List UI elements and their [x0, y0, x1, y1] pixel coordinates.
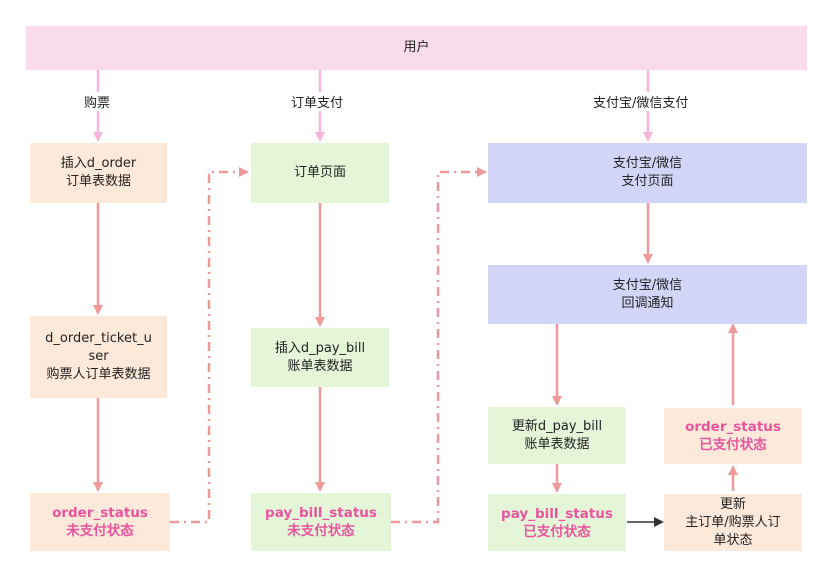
callback-line2: 回调通知 — [621, 295, 674, 311]
edge-label-alipay-wechat-pay: 支付宝/微信支付 — [591, 92, 691, 111]
order-status-paid-state: 已支付状态 — [699, 437, 767, 453]
order-page-label: 订单页面 — [293, 165, 346, 180]
update-order-line2: 主订单/购票人订 — [685, 514, 781, 530]
insert-pay-bill-line1: 插入d_pay_bill — [274, 340, 366, 356]
order-status-unpaid-title: order_status — [52, 505, 148, 521]
update-pay-bill-line1: 更新d_pay_bill — [511, 418, 603, 434]
order-status-unpaid-node: order_status 未支付状态 — [30, 493, 170, 551]
user-node: 用户 — [26, 26, 807, 70]
ticket-user-line1: d_order_ticket_u — [45, 331, 152, 346]
insert-order-line1: 插入d_order — [60, 156, 137, 171]
order-status-paid-node: order_status 已支付状态 — [664, 408, 802, 464]
pay-page-line1: 支付宝/微信 — [612, 156, 683, 171]
ticket-user-node: d_order_ticket_u ser 购票人订单表数据 — [30, 316, 167, 398]
order-status-unpaid-state: 未支付状态 — [66, 523, 134, 539]
pay-bill-status-unpaid-node: pay_bill_status 未支付状态 — [251, 493, 391, 551]
pay-page-line2: 支付页面 — [621, 174, 674, 189]
callback-node: 支付宝/微信 回调通知 — [488, 265, 807, 324]
pay-bill-status-paid-state: 已支付状态 — [523, 523, 591, 540]
order-status-paid-title: order_status — [685, 419, 781, 435]
dashed-arrow-pay-bill-status-to-pay-page — [391, 167, 487, 524]
dashed-arrow-order-status-to-order-page — [170, 167, 249, 524]
insert-pay-bill-node: 插入d_pay_bill 账单表数据 — [251, 328, 389, 387]
update-pay-bill-node: 更新d_pay_bill 账单表数据 — [488, 407, 626, 464]
pay-bill-status-unpaid-state: 未支付状态 — [287, 523, 355, 539]
update-order-line3: 单状态 — [713, 532, 753, 548]
edge-label-pay-order: 订单支付 — [289, 92, 346, 111]
pay-bill-status-unpaid-title: pay_bill_status — [265, 505, 377, 521]
pay-bill-status-paid-node: pay_bill_status 已支付状态 — [488, 494, 626, 551]
update-pay-bill-line2: 账单表数据 — [524, 436, 590, 452]
insert-order-node: 插入d_order 订单表数据 — [30, 143, 167, 203]
insert-order-line2: 订单表数据 — [65, 174, 131, 189]
pay-bill-status-paid-title: pay_bill_status — [501, 505, 613, 522]
insert-pay-bill-line2: 账单表数据 — [287, 358, 353, 374]
callback-line1: 支付宝/微信 — [612, 277, 683, 293]
order-page-node: 订单页面 — [251, 143, 389, 203]
pay-page-node: 支付宝/微信 支付页面 — [488, 143, 807, 203]
update-order-node: 更新 主订单/购票人订 单状态 — [664, 494, 802, 551]
update-order-line1: 更新 — [719, 496, 746, 512]
user-label: 用户 — [403, 40, 430, 55]
edge-label-buy: 购票 — [82, 92, 113, 111]
ticket-user-line3: 购票人订单表数据 — [46, 367, 151, 382]
ticket-user-line2: ser — [88, 349, 109, 364]
